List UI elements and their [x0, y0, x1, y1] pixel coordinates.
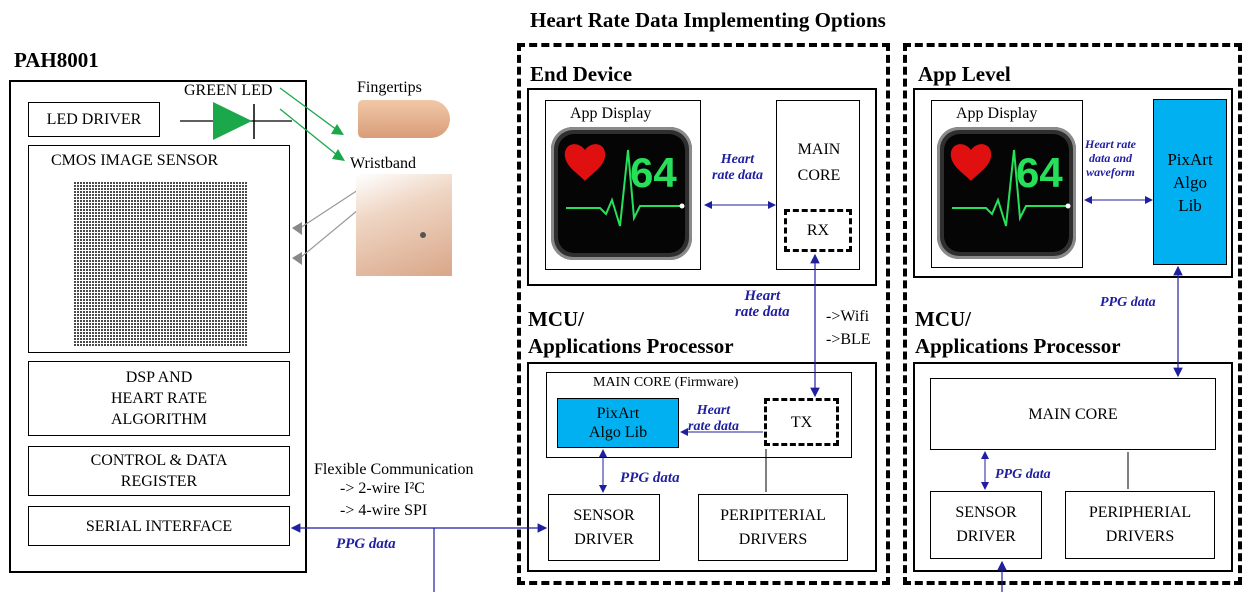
app-level-title: App Level	[918, 62, 1011, 86]
dsp-block: DSP AND HEART RATE ALGORITHM	[28, 361, 290, 436]
main-core-label: MAIN CORE	[797, 141, 841, 184]
ed-algo-lib: PixArt Algo Lib	[557, 398, 679, 448]
comm-line-1: Flexible Communication	[314, 461, 474, 478]
wristband-sensor-dot	[420, 232, 426, 238]
al-ecg-waveform	[952, 149, 1066, 227]
rx-box: RX	[784, 209, 852, 252]
al-main-core: MAIN CORE	[930, 378, 1216, 450]
comm-line-2: -> 2-wire I²C	[340, 480, 425, 497]
ed-mcu-title: MCU/ Applications Processor	[528, 307, 734, 358]
finger-image	[358, 100, 450, 138]
end-device-title: End Device	[530, 62, 633, 86]
cmos-label: CMOS IMAGE SENSOR	[51, 152, 219, 169]
diagram-title: Heart Rate Data Implementing Options	[530, 8, 886, 32]
ed-tx-heart-label: Heart rate data	[688, 403, 739, 434]
al-hr-value: 64	[1016, 149, 1063, 196]
al-mcu-title: MCU/ Applications Processor	[915, 307, 1121, 358]
wifi-label: ->Wifi	[826, 308, 870, 325]
ed-sensor-driver: SENSOR DRIVER	[548, 494, 660, 561]
al-peripheral-drivers: PERIPHERIAL DRIVERS	[1065, 491, 1215, 559]
al-sensor-driver: SENSOR DRIVER	[930, 491, 1042, 559]
end-device-panel	[517, 43, 890, 585]
ed-peripheral-drivers: PERIPITERIAL DRIVERS	[698, 494, 848, 561]
ed-ppg-label: PPG data	[620, 470, 680, 486]
green-led-icon	[213, 102, 252, 140]
ble-label: ->BLE	[826, 331, 871, 348]
al-algo-lib: PixArt Algo Lib	[1153, 99, 1227, 265]
comm-ppg-label: PPG data	[336, 536, 396, 552]
comm-line-3: -> 4-wire SPI	[340, 502, 428, 519]
wrist-image	[356, 174, 452, 276]
heart-icon	[564, 144, 606, 181]
rx-tx-heart-label: Heart rate data	[735, 288, 790, 320]
app-display-label: App Display	[570, 105, 652, 122]
app-level-panel	[903, 43, 1242, 585]
al-app-display-label: App Display	[956, 105, 1038, 122]
pixel-array	[73, 181, 248, 347]
ecg-waveform	[566, 149, 680, 227]
wristband-label: Wristband	[350, 155, 417, 172]
al-heart-icon	[950, 144, 992, 181]
hr-value: 64	[630, 149, 677, 196]
cmos-image-sensor: CMOS IMAGE SENSOR	[28, 145, 290, 353]
led-driver: LED DRIVER	[28, 102, 160, 137]
al-ppg-label: PPG data	[995, 467, 1051, 482]
ed-main-core-fw-label: MAIN CORE (Firmware)	[593, 375, 739, 390]
green-led-label: GREEN LED	[184, 82, 273, 99]
display-heart-rate-label: Heart rate data	[712, 152, 763, 183]
al-hr-wave-label: Heart rate data and waveform	[1085, 137, 1136, 179]
chip-name: PAH8001	[14, 48, 99, 72]
fingertips-label: Fingertips	[357, 79, 422, 96]
serial-interface: SERIAL INTERFACE	[28, 506, 290, 546]
tx-box: TX	[764, 398, 839, 446]
control-register: CONTROL & DATA REGISTER	[28, 446, 290, 496]
al-ppg-top-label: PPG data	[1100, 295, 1156, 310]
